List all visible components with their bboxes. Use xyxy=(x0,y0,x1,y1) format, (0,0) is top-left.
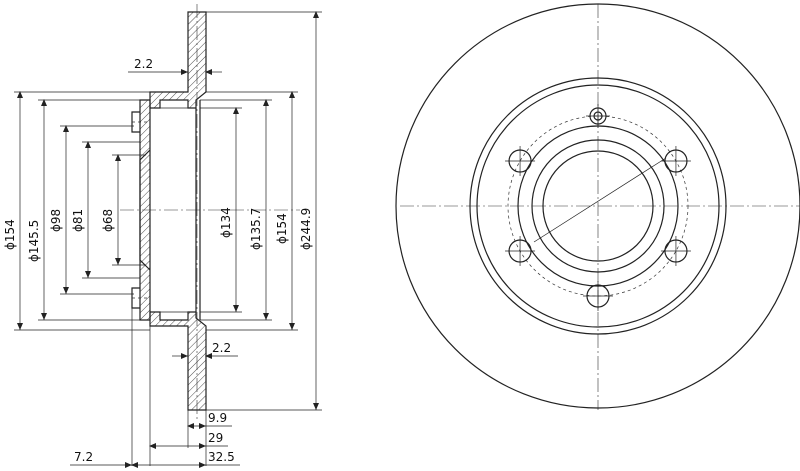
dim-phi134: ϕ134 xyxy=(219,207,233,238)
dim-32-5: 32.5 xyxy=(208,450,235,464)
dim-phi154-inner: ϕ154 xyxy=(275,213,289,244)
hat-outer-circle xyxy=(469,77,727,335)
friction-ring-bottom xyxy=(149,311,207,411)
dim-7-2: 7.2 xyxy=(74,450,93,464)
dim-phi154-outer: ϕ154 xyxy=(3,219,17,250)
dim-2-2-top: 2.2 xyxy=(134,57,153,71)
dim-phi135-7: ϕ135.7 xyxy=(249,208,263,250)
dim-phi68: ϕ68 xyxy=(101,209,115,232)
front-view xyxy=(395,3,800,410)
hat-inner-circle xyxy=(476,84,720,328)
dim-9-9: 9.9 xyxy=(208,411,227,425)
diameter-dimensions-left: ϕ154 ϕ145.5 ϕ98 ϕ81 ϕ68 xyxy=(3,91,150,331)
disc-outer-edge xyxy=(395,3,800,409)
dim-phi145-5: ϕ145.5 xyxy=(27,220,41,262)
dim-29: 29 xyxy=(208,431,223,445)
friction-ring-top xyxy=(149,11,207,109)
width-dimensions: 2.2 2.2 9.9 29 7.2 32.5 xyxy=(70,57,240,468)
dim-phi244-9: ϕ244.9 xyxy=(299,208,313,250)
dim-2-2-bottom: 2.2 xyxy=(212,341,231,355)
bolt-pitch-circle xyxy=(507,115,689,297)
dim-phi81: ϕ81 xyxy=(71,209,85,232)
center-bore xyxy=(542,150,654,262)
hub-circle-mid xyxy=(531,139,665,273)
dim-phi98: ϕ98 xyxy=(49,209,63,232)
diameter-dimensions-right: ϕ134 ϕ135.7 ϕ154 ϕ244.9 xyxy=(200,11,322,411)
diameter-pointer-line xyxy=(533,157,667,243)
hat-wall xyxy=(139,99,151,321)
bolt-holes xyxy=(505,104,691,311)
